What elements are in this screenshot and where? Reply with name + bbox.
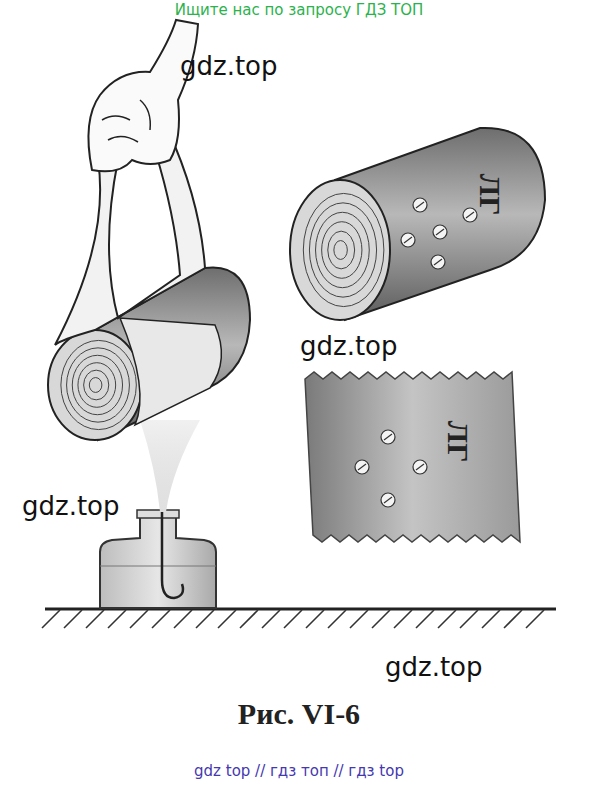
- watermark: gdz.top: [300, 332, 398, 361]
- hatch-stroke: [130, 610, 148, 628]
- hatch-stroke: [526, 610, 544, 628]
- nail-mark: [401, 233, 415, 247]
- hatch-stroke: [460, 610, 478, 628]
- figure-caption: Рис. VI-6: [238, 697, 360, 730]
- hatch-stroke: [240, 610, 258, 628]
- hatch-stroke: [416, 610, 434, 628]
- hatch-stroke: [328, 610, 346, 628]
- paper-strap: [55, 130, 221, 425]
- hatch-stroke: [306, 610, 324, 628]
- nail-mark: [381, 430, 395, 444]
- tree-ring: [84, 370, 109, 400]
- spirit-lamp: [100, 510, 216, 608]
- tree-ring: [334, 241, 347, 260]
- ground-hatching: [42, 610, 544, 628]
- hatch-stroke: [284, 610, 302, 628]
- watermark: gdz.top: [180, 52, 278, 81]
- nail-mark: [413, 198, 427, 212]
- tree-ring: [67, 348, 130, 422]
- tree-ring: [72, 355, 122, 414]
- hatch-stroke: [152, 610, 170, 628]
- hatch-stroke: [350, 610, 368, 628]
- tree-ring: [316, 212, 370, 287]
- watermark: gdz top // гдз топ // гдз top: [194, 763, 404, 780]
- hatch-stroke: [42, 610, 60, 628]
- tree-ring: [303, 193, 384, 306]
- flame: [140, 420, 200, 512]
- tree-ring: [322, 222, 362, 279]
- paper-sheet: [305, 372, 520, 542]
- tree-ring: [309, 203, 376, 297]
- nail-mark: [355, 460, 369, 474]
- nail-mark: [431, 255, 445, 269]
- hatch-stroke: [482, 610, 500, 628]
- engraved-letters: ЛГ: [442, 421, 475, 462]
- hatch-stroke: [394, 610, 412, 628]
- nail-mark: [433, 225, 447, 239]
- hatch-stroke: [372, 610, 390, 628]
- hatch-stroke: [64, 610, 82, 628]
- log: [290, 128, 545, 320]
- watermark: Ищите нас по запросу ГДЗ ТОП: [175, 2, 424, 19]
- hatch-stroke: [86, 610, 104, 628]
- hatch-stroke: [108, 610, 126, 628]
- tree-ring: [61, 340, 136, 429]
- watermark: gdz.top: [22, 492, 120, 521]
- nail-mark: [381, 493, 395, 507]
- nail-mark: [413, 460, 427, 474]
- hatch-stroke: [504, 610, 522, 628]
- watermark: gdz.top: [385, 653, 483, 682]
- hatch-stroke: [174, 610, 192, 628]
- tree-ring: [78, 363, 116, 408]
- tree-ring: [89, 378, 102, 393]
- hatch-stroke: [218, 610, 236, 628]
- hatch-stroke: [438, 610, 456, 628]
- hatch-stroke: [262, 610, 280, 628]
- hand: [88, 20, 198, 171]
- tree-ring: [328, 231, 355, 269]
- hatch-stroke: [196, 610, 214, 628]
- engraved-letters: ЛГ: [474, 174, 507, 215]
